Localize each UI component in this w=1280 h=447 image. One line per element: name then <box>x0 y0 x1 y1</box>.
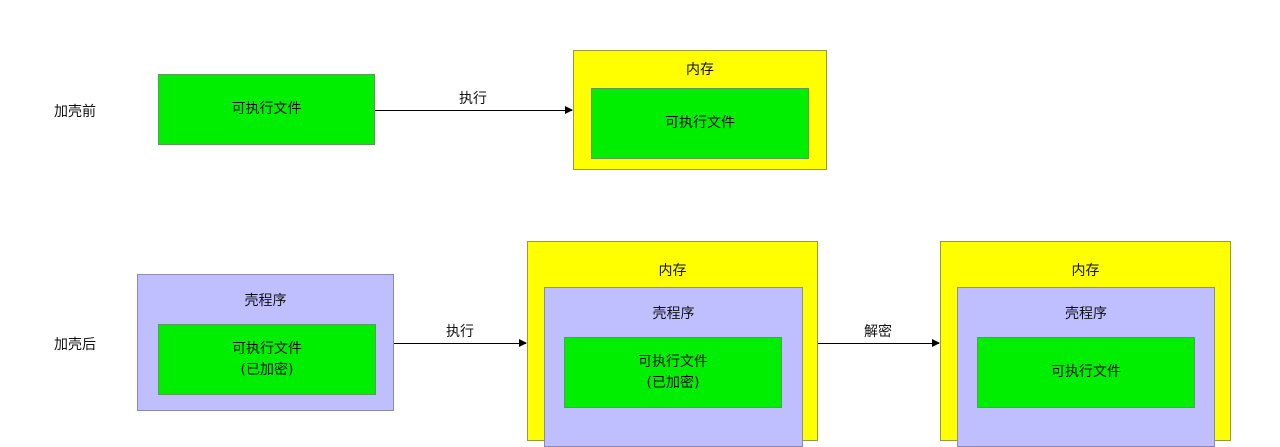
executable-label: 可执行文件 <box>1051 364 1121 380</box>
decrypt-arrow <box>818 339 940 347</box>
memory-label: 内存 <box>658 263 687 279</box>
encrypted-label: (已加密) <box>646 374 700 391</box>
shell-box: 壳程序 可执行文件 <box>957 287 1215 447</box>
executable-label: 可执行文件 <box>638 353 708 370</box>
encrypted-executable-box: 可执行文件 (已加密) <box>158 324 376 395</box>
shell-label: 壳程序 <box>652 306 695 322</box>
decrypted-executable-box: 可执行文件 <box>977 337 1195 408</box>
memory-executable-box: 可执行文件 <box>591 88 809 159</box>
encrypted-label: (已加密) <box>240 361 294 378</box>
decrypt-arrow-label: 解密 <box>864 324 892 340</box>
memory-box: 内存 可执行文件 <box>573 50 827 170</box>
after-label: 加壳后 <box>54 337 96 353</box>
encrypted-executable-box: 可执行文件 (已加密) <box>564 337 782 408</box>
before-label: 加壳前 <box>54 104 96 120</box>
executable-label: 可执行文件 <box>232 340 302 357</box>
shell-box: 壳程序 可执行文件 (已加密) <box>137 274 394 411</box>
memory-label: 内存 <box>686 62 714 78</box>
memory-box-encrypted: 内存 壳程序 可执行文件 (已加密) <box>527 241 818 447</box>
executable-label: 可执行文件 <box>231 101 302 117</box>
shell-label: 壳程序 <box>1065 306 1107 322</box>
execute-arrow-label: 执行 <box>459 91 487 107</box>
executable-box: 可执行文件 <box>158 74 375 145</box>
execute-arrow-label: 执行 <box>446 324 474 340</box>
execute-arrow <box>394 339 527 347</box>
executable-label: 可执行文件 <box>665 115 735 131</box>
memory-label: 内存 <box>1071 263 1100 279</box>
shell-label: 壳程序 <box>244 293 287 309</box>
shell-box: 壳程序 可执行文件 (已加密) <box>544 287 803 447</box>
execute-arrow <box>375 106 573 114</box>
memory-box-decrypted: 内存 壳程序 可执行文件 <box>940 241 1231 447</box>
